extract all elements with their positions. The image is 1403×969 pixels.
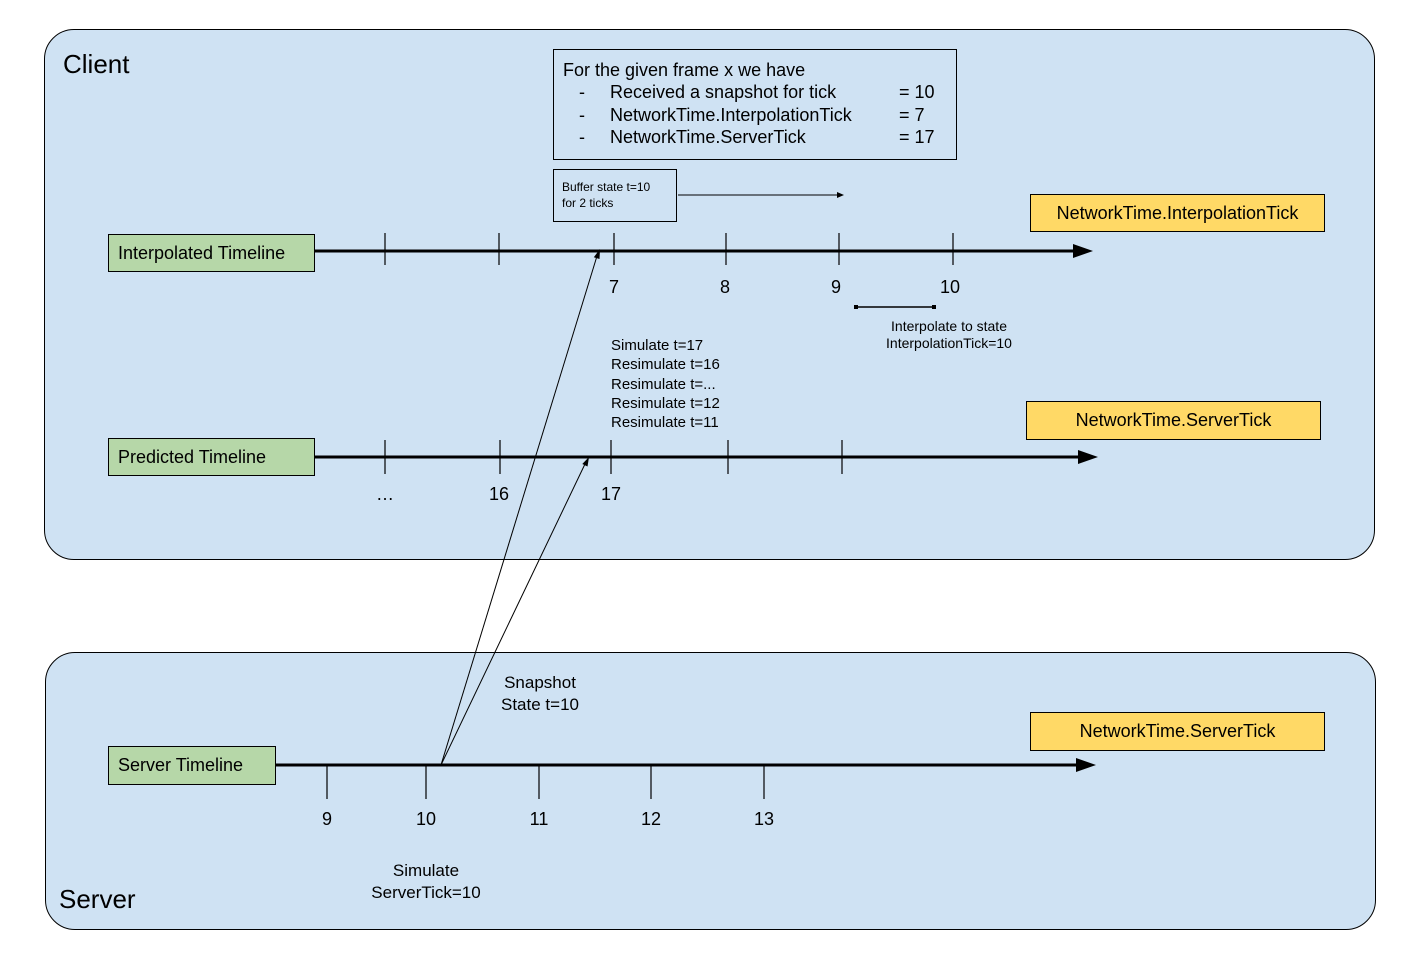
interpolated-timeline-label: Interpolated Timeline [108,234,315,272]
simulate-label-line1: Simulate [392,861,460,880]
info-value-server-tick: = 17 [899,127,935,147]
snapshot-arrow-to-interpolated-head [593,249,600,259]
info-label-snapshot: Received a snapshot for tick [610,82,837,102]
server-tick-label: 11 [529,809,549,829]
interpolated-tick-label: 9 [830,277,841,297]
interpolation-tick-badge: NetworkTime.InterpolationTick [1030,194,1325,232]
server-timeline-label: Server Timeline [108,746,276,785]
info-value-interpolation-tick: = 7 [899,105,925,125]
buffer-note: Buffer state t=10 for 2 ticks [553,169,677,222]
buffer-note-line1: Buffer state t=10 [562,180,651,194]
predicted-tick-marks [384,440,843,474]
interpolate-note: Interpolate to state InterpolationTick=1… [870,318,1028,352]
server-tick-label: 13 [753,809,775,829]
server-tick-marks [326,765,765,799]
server-axis-arrowhead [1076,758,1096,772]
snapshot-label: Snapshot State t=10 [480,672,600,716]
info-heading: For the given frame x we have [563,60,806,80]
interpolate-note-line1: Interpolate to state [891,318,1007,334]
snapshot-arrow-to-predicted [440,463,586,766]
info-label-interpolation-tick: NetworkTime.InterpolationTick [610,105,852,125]
server-tick-label: 9 [321,809,332,829]
resimulate-line: Resimulate t=12 [611,394,720,412]
buffer-note-line2: for 2 ticks [562,196,614,210]
predicted-tick-label: 16 [488,484,510,504]
server-tick-badge: NetworkTime.ServerTick [1030,712,1325,751]
info-value-snapshot: = 10 [899,82,935,102]
interpolated-tick-label: 10 [939,277,961,297]
interpolate-note-line2: InterpolationTick=10 [886,335,1012,351]
interpolated-tick-marks [384,233,954,265]
predicted-server-tick-badge: NetworkTime.ServerTick [1026,401,1321,440]
server-title: Server [59,884,136,914]
info-label-server-tick: NetworkTime.ServerTick [610,127,806,147]
predicted-timeline-label: Predicted Timeline [108,438,315,476]
simulate-label: Simulate ServerTick=10 [356,860,496,904]
interpolated-tick-label: 7 [608,277,619,297]
predicted-tick-label: 17 [600,484,622,504]
resimulate-list: Simulate t=17 Resimulate t=16 Resimulate… [611,336,720,432]
simulate-label-line2: ServerTick=10 [371,883,481,902]
predicted-tick-label: … [376,484,394,504]
server-tick-label: 10 [415,809,437,829]
snapshot-arrow-to-predicted-head [582,457,589,467]
buffer-arrow-head [837,192,844,198]
resimulate-line: Resimulate t=... [611,375,716,393]
info-bullet: - [579,82,585,102]
interpolated-tick-label: 8 [719,277,730,297]
resimulate-line: Resimulate t=11 [611,414,719,432]
snapshot-arrow-to-interpolated [440,255,598,766]
info-bullet: - [579,105,585,125]
resimulate-line: Resimulate t=16 [611,356,720,374]
interpolated-axis-arrowhead [1073,244,1093,258]
client-title: Client [63,49,130,79]
info-bullet: - [579,127,585,147]
resimulate-line: Simulate t=17 [611,337,704,354]
predicted-axis-arrowhead [1078,450,1098,464]
snapshot-label-line2: State t=10 [501,695,579,714]
info-box: For the given frame x we have - Received… [553,49,957,160]
server-tick-label: 12 [640,809,662,829]
server-panel [45,652,1376,930]
snapshot-label-line1: Snapshot [504,673,576,692]
